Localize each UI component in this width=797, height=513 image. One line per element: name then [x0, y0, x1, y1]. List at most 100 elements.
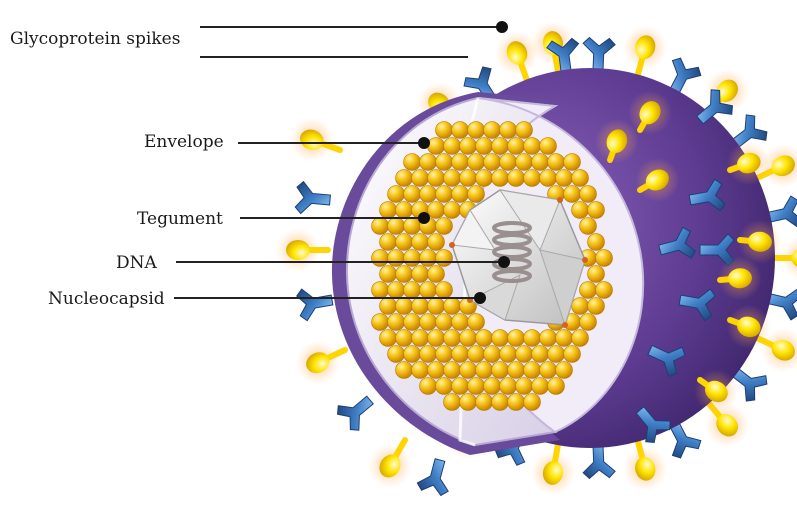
tegument-sphere — [396, 266, 413, 283]
blue-spike — [296, 284, 335, 321]
tegument-sphere — [436, 154, 453, 171]
tegument-sphere — [556, 362, 573, 379]
tegument-sphere — [412, 298, 429, 315]
tegument-sphere — [428, 202, 445, 219]
tegument-sphere — [556, 330, 573, 347]
tegument-sphere — [428, 298, 445, 315]
blue-spike — [582, 37, 615, 72]
tegument-sphere — [388, 346, 405, 363]
tegument-sphere — [444, 170, 461, 187]
tegument-sphere — [452, 122, 469, 139]
blue-spike — [295, 181, 332, 216]
tegument-sphere — [540, 330, 557, 347]
tegument-sphere — [380, 234, 397, 251]
blue-spike — [582, 443, 615, 478]
tegument-sphere — [476, 170, 493, 187]
tegument-sphere — [580, 186, 597, 203]
tegument-sphere — [380, 298, 397, 315]
tegument-sphere — [444, 362, 461, 379]
tegument-sphere — [412, 362, 429, 379]
tegument-sphere — [508, 362, 525, 379]
tegument-sphere — [412, 170, 429, 187]
tegument-sphere — [436, 314, 453, 331]
tegument-sphere — [380, 202, 397, 219]
label-envelope: Envelope — [144, 132, 224, 152]
tegument-sphere — [548, 378, 565, 395]
tegument-sphere — [412, 266, 429, 283]
yellow-spike — [276, 228, 328, 272]
tegument-sphere — [460, 138, 477, 155]
tegument-sphere — [452, 186, 469, 203]
tegument-sphere — [372, 282, 389, 299]
tegument-sphere — [388, 186, 405, 203]
tegument-sphere — [444, 330, 461, 347]
yellow-spike — [635, 158, 679, 202]
tegument-sphere — [580, 314, 597, 331]
tegument-sphere — [580, 282, 597, 299]
tegument-sphere — [444, 394, 461, 411]
tegument-sphere — [468, 154, 485, 171]
label-tegument: Tegument — [137, 209, 223, 229]
tegument-sphere — [492, 138, 509, 155]
tegument-sphere — [548, 346, 565, 363]
tegument-sphere — [492, 362, 509, 379]
tegument-sphere — [524, 362, 541, 379]
tegument-sphere — [500, 122, 517, 139]
tegument-sphere — [548, 154, 565, 171]
tegument-sphere — [524, 170, 541, 187]
tegument-sphere — [564, 186, 581, 203]
tegument-sphere — [524, 394, 541, 411]
tegument-sphere — [516, 122, 533, 139]
tegument-sphere — [396, 330, 413, 347]
tegument-sphere — [572, 330, 589, 347]
tegument-sphere — [444, 298, 461, 315]
tegument-sphere — [388, 218, 405, 235]
tegument-sphere — [460, 330, 477, 347]
tegument-sphere — [452, 378, 469, 395]
tegument-sphere — [420, 282, 437, 299]
tegument-sphere — [500, 378, 517, 395]
tegument-sphere — [420, 314, 437, 331]
yellow-spike — [531, 441, 575, 495]
tegument-sphere — [428, 234, 445, 251]
tegument-sphere — [396, 298, 413, 315]
tegument-sphere — [388, 250, 405, 267]
tegument-sphere — [572, 170, 589, 187]
tegument-sphere — [516, 378, 533, 395]
tegument-sphere — [596, 250, 613, 267]
label-glycoprotein-spikes: Glycoprotein spikes — [10, 29, 180, 49]
tegument-sphere — [468, 314, 485, 331]
tegument-sphere — [508, 330, 525, 347]
tegument-sphere — [404, 346, 421, 363]
tegument-sphere — [404, 282, 421, 299]
tegument-sphere — [428, 362, 445, 379]
tegument-sphere — [372, 218, 389, 235]
tegument-sphere — [420, 186, 437, 203]
tegument-sphere — [564, 346, 581, 363]
tegument-sphere — [468, 346, 485, 363]
tegument-sphere — [460, 394, 477, 411]
tegument-sphere — [428, 138, 445, 155]
tegument-sphere — [404, 186, 421, 203]
tegument-sphere — [420, 378, 437, 395]
tegument-sphere — [556, 170, 573, 187]
tegument-sphere — [444, 202, 461, 219]
tegument-sphere — [436, 282, 453, 299]
tegument-sphere — [540, 170, 557, 187]
tegument-sphere — [492, 170, 509, 187]
tegument-sphere — [500, 346, 517, 363]
yellow-spike — [623, 25, 667, 78]
tegument-sphere — [420, 154, 437, 171]
tegument-sphere — [412, 330, 429, 347]
blue-spike — [334, 388, 381, 434]
yellow-spike — [368, 440, 412, 488]
tegument-sphere — [484, 122, 501, 139]
tegument-sphere — [476, 330, 493, 347]
tegument-sphere — [452, 314, 469, 331]
tegument-sphere — [460, 170, 477, 187]
tegument-sphere — [428, 330, 445, 347]
tegument-sphere — [396, 170, 413, 187]
tegument-sphere — [588, 202, 605, 219]
tegument-sphere — [580, 218, 597, 235]
tegument-sphere — [372, 250, 389, 267]
